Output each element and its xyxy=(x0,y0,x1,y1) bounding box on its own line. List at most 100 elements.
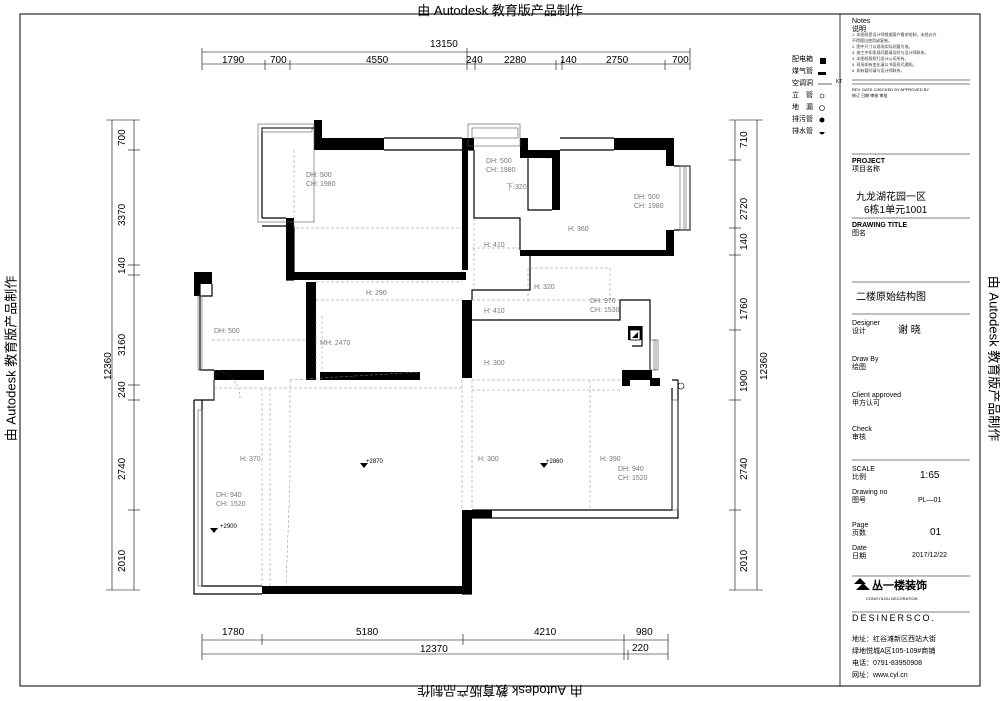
room-dimension-label: DH: 500 xyxy=(214,328,240,335)
page-label: Page xyxy=(852,522,868,530)
dim-right-segment: 2740 xyxy=(740,458,750,480)
room-dimension-label: CH: 1520 xyxy=(216,501,246,508)
legend-item: 配电箱 xyxy=(792,56,813,63)
drawby-label: Draw By xyxy=(852,356,878,364)
beam-height-label: H: 370 xyxy=(240,456,261,463)
dim-right-segment: 710 xyxy=(740,131,750,148)
dim-top-segment: 2280 xyxy=(504,56,526,66)
legend-symbols xyxy=(818,58,832,135)
drawing-border xyxy=(20,14,980,686)
dim-right-segment: 1900 xyxy=(740,370,750,392)
level-markers xyxy=(210,463,548,533)
level-label: +2870 xyxy=(366,459,383,465)
beam-height-label: 下:320 xyxy=(506,184,527,191)
dim-left-segment: 3160 xyxy=(118,334,128,356)
beam-height-label: H: 410 xyxy=(484,242,505,249)
company-name-en: CONGYILOU DECORATION xyxy=(866,595,918,603)
dim-top-segment: 4550 xyxy=(366,56,388,66)
designer-label-cn: 设计 xyxy=(852,328,866,336)
beam-height-label: H: 320 xyxy=(534,284,555,291)
project-label-cn: 项目名称 xyxy=(852,166,880,174)
room-dimension-label: CH: 1980 xyxy=(634,203,664,210)
room-dimension-label: DH: 940 xyxy=(216,492,242,499)
dim-bottom-segment: 980 xyxy=(636,628,653,638)
drawing-title: 二楼原始结构图 xyxy=(856,292,926,304)
kt-label: KT xyxy=(836,78,842,86)
dim-left-segment: 2740 xyxy=(118,458,128,480)
windows xyxy=(198,124,690,586)
page-label-cn: 页数 xyxy=(852,530,866,538)
legend-item: 排污管 xyxy=(792,116,813,123)
scale-label: SCALE xyxy=(852,466,875,474)
watermark-right: 由 Autodesk 教育版产品制作 xyxy=(986,269,1000,449)
scale-label-cn: 比例 xyxy=(852,474,866,482)
company-logo xyxy=(854,578,870,590)
revision-header-cn: 修订 日期 审核 审批 xyxy=(852,92,887,100)
beam-lines xyxy=(212,150,622,586)
date-label: Date xyxy=(852,545,867,553)
drawing-no-label-cn: 图号 xyxy=(852,497,866,505)
dim-bottom-extra: 220 xyxy=(632,644,649,654)
date-value: 2017/12/22 xyxy=(912,552,947,560)
watermark-bottom: 由 Autodesk 教育版产品制作 xyxy=(0,682,1000,701)
drawby-label-cn: 绘图 xyxy=(852,364,866,372)
dim-right-segment: 2720 xyxy=(740,198,750,220)
dim-right-total: 12360 xyxy=(760,352,770,380)
project-label: PROJECT xyxy=(852,158,885,166)
dim-top-segment: 2750 xyxy=(606,56,628,66)
company-tag: DESINERSCO. xyxy=(852,614,936,622)
watermark-left: 由 Autodesk 教育版产品制作 xyxy=(1,269,20,449)
exterior-walls xyxy=(194,128,690,594)
phone: 电话：0791-83950908 xyxy=(852,658,922,668)
dim-left-segment: 140 xyxy=(118,257,128,274)
project-unit: 6栋1单元1001 xyxy=(864,205,927,217)
notes-text: 1. 本图纸是设计师根据客户需求绘制，未经允许 不得擅自使用或复制。2. 图中尺… xyxy=(852,32,982,74)
designer-label: Designer xyxy=(852,320,880,328)
room-dimension-label: CH: 1520 xyxy=(618,475,648,482)
beam-height-label: MH: 2470 xyxy=(320,340,350,347)
room-dimension-label: CH: 1980 xyxy=(306,181,336,188)
room-dimension-label: CH: 1980 xyxy=(486,167,516,174)
address-line-2: 绿地悦城A区105-109#商铺 xyxy=(852,646,935,656)
right-dimensions xyxy=(729,120,763,590)
room-dimension-label: CH: 1530 xyxy=(590,307,620,314)
beam-height-label: H: 300 xyxy=(484,360,505,367)
dim-right-segment: 140 xyxy=(740,233,750,250)
date-label-cn: 日期 xyxy=(852,553,866,561)
legend-item: 排水管 xyxy=(792,128,813,135)
company-name: 丛一楼装饰 xyxy=(872,582,927,590)
dim-top-total: 13150 xyxy=(430,40,458,50)
page-number: 01 xyxy=(930,527,941,539)
room-dimension-label: DH: 500 xyxy=(306,172,332,179)
notes-title: Notes xyxy=(852,18,870,26)
legend-item: 立 管 xyxy=(792,92,813,99)
drawing-title-label-cn: 图名 xyxy=(852,230,866,238)
dim-bottom-total: 12370 xyxy=(420,645,448,655)
scale-value: 1:65 xyxy=(920,470,939,482)
dim-left-segment: 3370 xyxy=(118,204,128,226)
dim-left-segment: 240 xyxy=(118,381,128,398)
beam-height-label: H: 410 xyxy=(484,308,505,315)
room-dimension-label: DH: 500 xyxy=(634,194,660,201)
client-label-cn: 甲方认可 xyxy=(852,400,880,408)
watermark-top: 由 Autodesk 教育版产品制作 xyxy=(0,0,1000,19)
beam-height-label: H: 300 xyxy=(478,456,499,463)
legend-item: 煤气管 xyxy=(792,68,813,75)
project-name: 九龙湖花园一区 xyxy=(856,192,926,204)
beam-height-label: H: 390 xyxy=(600,456,621,463)
drawing-title-label: DRAWING TITLE xyxy=(852,222,907,230)
level-label: +2860 xyxy=(546,459,563,465)
structural-walls xyxy=(194,120,674,594)
check-label-cn: 审核 xyxy=(852,434,866,442)
dim-top-segment: 700 xyxy=(672,56,689,66)
designer-name: 谢 晓 xyxy=(898,325,921,337)
note-line: 6. 如有疑问请与设计师联系。 xyxy=(852,68,982,74)
dim-left-segment: 700 xyxy=(118,129,128,146)
check-label: Check xyxy=(852,426,872,434)
client-label: Client approved xyxy=(852,392,901,400)
address-line-1: 地址：红谷滩新区西站大街 xyxy=(852,634,936,644)
dim-top-segment: 240 xyxy=(466,56,483,66)
beam-height-label: H: 360 xyxy=(568,226,589,233)
drawing-no: PL—01 xyxy=(918,497,941,505)
